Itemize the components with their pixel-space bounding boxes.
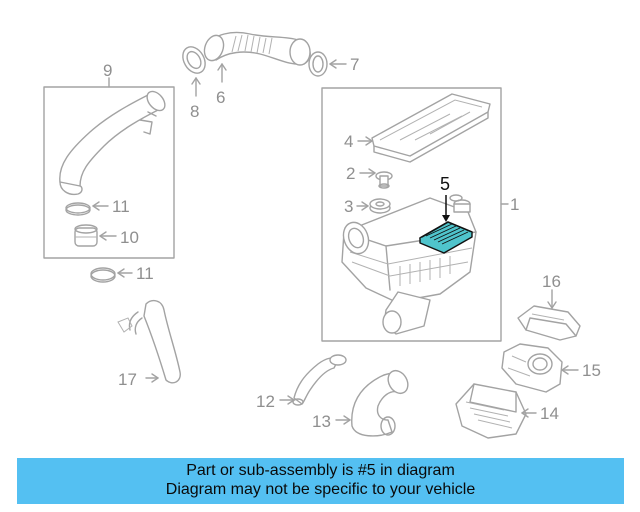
part-10-coupler[interactable] xyxy=(74,224,98,247)
part-8-clamp[interactable] xyxy=(178,43,209,77)
part-1-air-cleaner-housing[interactable] xyxy=(339,194,477,335)
callout-1: 1 xyxy=(510,195,519,214)
part-11-clamp-upper[interactable] xyxy=(65,202,91,216)
callout-5: 5 xyxy=(440,174,450,194)
part-5-air-filter[interactable] xyxy=(419,221,473,254)
part-2-grommet[interactable] xyxy=(375,171,393,189)
callout-8: 8 xyxy=(190,102,199,121)
callout-13: 13 xyxy=(312,412,331,431)
part-9-intake-tube[interactable] xyxy=(59,88,169,196)
callout-14: 14 xyxy=(540,404,559,423)
banner-line-2: Diagram may not be specific to your vehi… xyxy=(165,481,476,498)
callout-12: 12 xyxy=(256,392,275,411)
callout-17: 17 xyxy=(118,370,137,389)
part-3-mount[interactable] xyxy=(369,198,391,214)
callout-11-upper: 11 xyxy=(112,197,130,216)
part-13-elbow-hose[interactable] xyxy=(351,367,412,437)
group-box-right xyxy=(321,87,502,342)
part-7-clamp[interactable] xyxy=(308,51,328,77)
banner-line-1: Part or sub-assembly is #5 in diagram xyxy=(186,462,455,479)
callout-2: 2 xyxy=(346,164,355,183)
callout-10: 10 xyxy=(120,228,139,247)
part-14-inlet-duct[interactable] xyxy=(455,383,527,439)
part-6-bellows-hose[interactable] xyxy=(201,31,311,66)
part-15-resonator[interactable] xyxy=(501,343,563,393)
part-4-cover[interactable] xyxy=(371,93,491,163)
part-17-hose[interactable] xyxy=(117,299,181,384)
callout-6: 6 xyxy=(216,88,225,107)
callout-7: 7 xyxy=(350,55,359,74)
part-11-clamp-lower[interactable] xyxy=(90,267,116,283)
callout-3: 3 xyxy=(344,197,353,216)
callout-11-lower: 11 xyxy=(136,264,154,283)
part-12-hose[interactable] xyxy=(292,354,347,406)
parts-diagram: 9 11 10 11 8 xyxy=(43,31,601,439)
info-banner: Part or sub-assembly is #5 in diagram Di… xyxy=(17,458,624,504)
callout-16: 16 xyxy=(542,272,561,291)
part-16-duct[interactable] xyxy=(517,305,581,341)
callout-9: 9 xyxy=(103,61,112,80)
callout-15: 15 xyxy=(582,361,601,380)
callout-4: 4 xyxy=(344,132,353,151)
